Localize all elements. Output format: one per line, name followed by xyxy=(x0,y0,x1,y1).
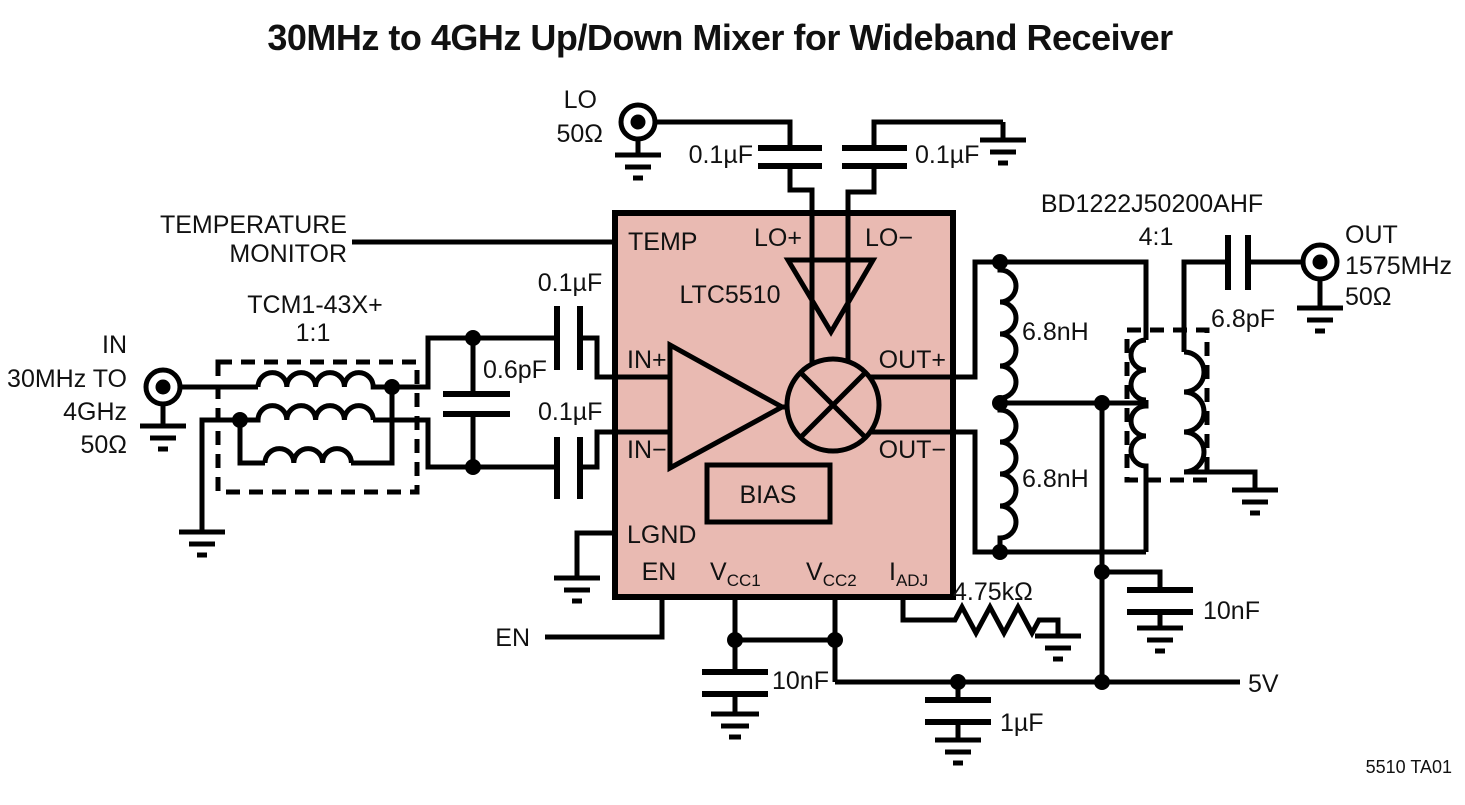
ground-icon xyxy=(1232,487,1278,516)
in-connector xyxy=(140,367,186,452)
input-balun-name: TCM1-43X+ xyxy=(247,291,382,319)
output-network xyxy=(869,235,1301,682)
pin-temp: TEMP xyxy=(628,228,697,256)
in-port-label-2: 30MHz TO xyxy=(7,365,127,393)
lo-connector xyxy=(615,102,661,181)
figure-number: 5510 TA01 xyxy=(1366,757,1452,777)
ct-cap-value: 10nF xyxy=(1203,597,1260,625)
lo-port-label-2: 50Ω xyxy=(557,120,604,148)
pin-iadj: IADJ xyxy=(889,558,928,590)
lo-minus-cap-value: 0.1µF xyxy=(915,141,979,169)
pin-in-minus: IN− xyxy=(627,436,667,464)
iadj-resistor-icon xyxy=(900,597,1081,662)
bottom-network xyxy=(545,569,1240,766)
pin-en: EN xyxy=(642,558,677,586)
ground-icon xyxy=(1297,305,1343,334)
series-capacitor-top-icon xyxy=(554,306,670,380)
out-port-label-3: 50Ω xyxy=(1345,283,1392,311)
vcc-cap-value: 10nF xyxy=(772,667,829,695)
ground-icon xyxy=(711,711,759,740)
ic-name: LTC5510 xyxy=(680,281,781,309)
in-port-label-4: 50Ω xyxy=(81,431,128,459)
en-label: EN xyxy=(495,624,530,652)
out-port-label-1: OUT xyxy=(1345,221,1398,249)
in-top-cap-value: 0.1µF xyxy=(538,269,602,297)
primary-winding-icon xyxy=(1128,337,1149,552)
en-wire xyxy=(545,597,665,640)
ground-icon xyxy=(615,152,661,181)
choke-top-value: 6.8nH xyxy=(1022,318,1089,346)
lo-port-label-1: LO xyxy=(564,86,597,114)
diagram-title: 30MHz to 4GHz Up/Down Mixer for Wideband… xyxy=(267,17,1173,58)
ground-icon xyxy=(554,575,600,604)
out-plus-wire xyxy=(869,259,1149,380)
winding-mid-icon xyxy=(240,403,376,423)
winding-bot-icon xyxy=(262,446,354,464)
ground-icon xyxy=(935,737,981,766)
ground-icon xyxy=(980,137,1026,166)
choke-bottom-icon xyxy=(997,403,1019,552)
choke-bottom-value: 6.8nH xyxy=(1022,465,1089,493)
vcc-cap-icon xyxy=(702,669,768,740)
iadj-resistor-value: 4.75kΩ xyxy=(953,578,1033,606)
bias-label: BIAS xyxy=(740,481,797,509)
temp-monitor-label-1: TEMPERATURE xyxy=(160,211,347,239)
pin-vcc2: VCC2 xyxy=(806,558,857,590)
ground-icon xyxy=(1137,625,1183,654)
out-minus-wire xyxy=(869,429,1146,555)
bias-box xyxy=(704,462,833,525)
ground-icon xyxy=(140,423,186,452)
ct-cap-icon xyxy=(1102,569,1193,654)
pin-lo-plus: LO+ xyxy=(754,224,802,252)
pin-lo-minus: LO− xyxy=(865,224,913,252)
pin-vcc1: VCC1 xyxy=(710,558,761,590)
series-capacitor-bottom-icon xyxy=(554,429,670,499)
pin-lgnd: LGND xyxy=(627,521,696,549)
lgnd-wire xyxy=(574,530,615,578)
input-balun-tcm1 xyxy=(179,359,420,558)
in-port-label-3: 4GHz xyxy=(63,398,127,426)
output-balun-ratio: 4:1 xyxy=(1139,223,1174,251)
supply-cap-icon xyxy=(925,682,991,766)
out-connector xyxy=(1297,242,1343,334)
in-port-label-1: IN xyxy=(102,331,127,359)
lo-plus-cap-value: 0.1µF xyxy=(689,141,753,169)
shunt-cap-value: 0.6pF xyxy=(483,356,547,384)
supply-cap-value: 1µF xyxy=(1000,709,1044,737)
winding-top-icon xyxy=(255,370,392,390)
lo-plus-cap-icon xyxy=(758,145,822,169)
balun-outline xyxy=(215,359,420,495)
mixer-icon xyxy=(784,356,882,454)
supply-label: 5V xyxy=(1248,670,1279,698)
ground-icon xyxy=(1035,633,1081,662)
output-balun-bd1222 xyxy=(1124,259,1278,552)
pin-out-minus: OUT− xyxy=(879,436,946,464)
lo-amp-icon xyxy=(783,257,878,337)
input-match-network xyxy=(373,306,670,499)
choke-top-icon xyxy=(997,262,1019,403)
in-bottom-cap-value: 0.1µF xyxy=(538,398,602,426)
temp-monitor-label-2: MONITOR xyxy=(229,240,347,268)
out-cap-value: 6.8pF xyxy=(1211,305,1275,333)
secondary-winding-icon xyxy=(1183,349,1207,475)
pin-out-plus: OUT+ xyxy=(879,346,946,374)
input-balun-ratio: 1:1 xyxy=(296,319,331,347)
out-cap-icon xyxy=(1225,235,1301,290)
lo-coupling-caps xyxy=(655,119,1026,364)
output-balun-name: BD1222J50200AHF xyxy=(1041,190,1263,218)
lo-minus-cap-icon xyxy=(842,145,907,169)
out-port-label-2: 1575MHz xyxy=(1345,252,1452,280)
shunt-capacitor-icon xyxy=(443,338,510,467)
pin-in-plus: IN+ xyxy=(627,346,667,374)
ground-icon xyxy=(179,529,225,558)
